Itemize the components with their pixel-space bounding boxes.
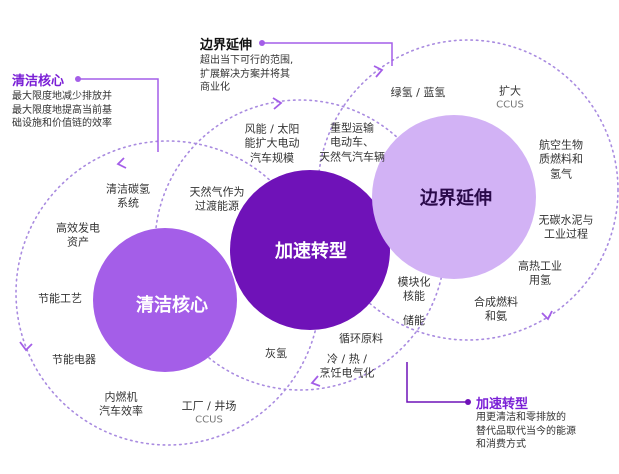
callout-clean-title: 清洁核心 (12, 74, 65, 89)
callout-dot-boundary (259, 40, 265, 46)
callout-accel-title: 加速转型 (476, 397, 529, 412)
label-modular-nuclear: 模块化核能 (397, 275, 431, 303)
label-grey-h2: 灰氢 (265, 346, 287, 360)
label-efficient-power: 高效发电资产 (56, 221, 100, 249)
callout-line-clean (78, 78, 159, 152)
clean-core-circle (93, 228, 237, 372)
label-green-blue-h2: 绿氢 / 蓝氢 (390, 85, 446, 99)
callout-dot-accel (465, 399, 471, 405)
orbit-arrow (19, 341, 33, 352)
label-natgas-transition: 天然气作为过渡能源 (189, 185, 245, 213)
label-electrification: 冷 / 热 /烹饪电气化 (319, 352, 375, 380)
callout-boundary-title: 边界延伸 (200, 38, 253, 53)
callout-line-accel (406, 362, 468, 403)
label-synfuel-ammonia: 合成燃料和氨 (474, 295, 518, 323)
label-circular-feedstock: 循环原料 (339, 331, 383, 345)
label-efficient-process: 节能工艺 (38, 291, 82, 305)
label-wind-solar: 风能 / 太阳能扩大电动汽车规模 (244, 122, 300, 165)
orbit-arrow (541, 310, 553, 321)
callout-clean-body: 最大限度地减少排放并 最大限度地提高当前基 础设施和价值链的效率 (12, 91, 112, 129)
orbit-arrow (272, 97, 283, 110)
label-ice-efficiency: 内燃机汽车效率 (99, 390, 143, 418)
boundary-orbit (317, 39, 619, 341)
callout-accel-body: 用更清洁和零排放的 替代品取代当今的能源 和消费方式 (476, 412, 576, 450)
accel-title: 加速转型 (275, 241, 347, 262)
label-high-heat-h2: 高热工业用氢 (518, 259, 562, 287)
clean-core-title: 清洁核心 (136, 295, 208, 316)
accel-circle (230, 170, 390, 330)
orbit-arrow (373, 65, 384, 78)
callout-boundary-body: 超出当下可行的范围, 扩展解决方案并将其 商业化 (200, 55, 294, 93)
orbit-arrow (116, 157, 127, 169)
boundary-circle (372, 115, 536, 279)
label-heavy-transport: 重型运输电动车、天然气汽车辆 (319, 121, 385, 164)
callout-dot-clean (75, 76, 81, 82)
label-clean-hydrocarbon: 清洁碳氢系统 (106, 182, 150, 210)
callout-line-boundary (262, 42, 393, 66)
label-aviation-fuel: 航空生物质燃料和氢气 (539, 138, 583, 181)
orbit-arrow (310, 375, 321, 387)
label-efficient-appliances: 节能电器 (52, 352, 96, 366)
label-carbon-free-cement: 无碳水泥与工业过程 (538, 213, 594, 241)
label-storage: 储能 (403, 313, 425, 327)
boundary-title: 边界延伸 (420, 188, 492, 209)
